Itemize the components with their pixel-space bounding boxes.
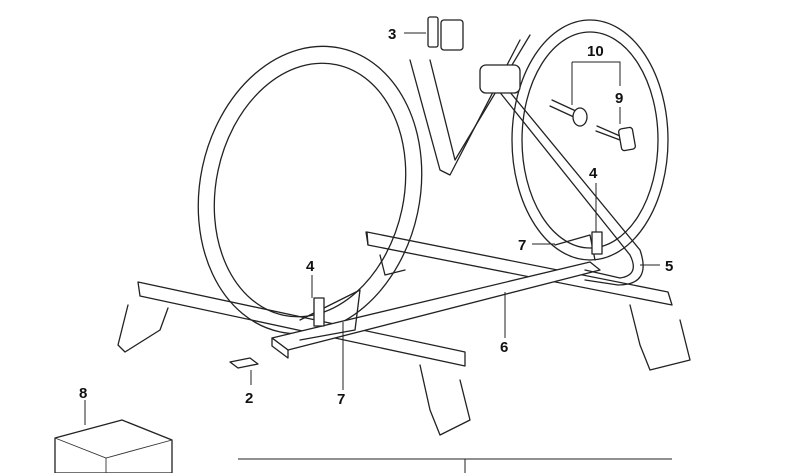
end-cap (229, 357, 259, 369)
rear-wheel (511, 19, 669, 261)
wheel-tray-front (299, 289, 361, 341)
callout-4-front: 4 (306, 258, 315, 275)
roof-foot-right-rear (629, 304, 691, 371)
callout-8: 8 (79, 385, 87, 402)
callout-7-rear: 7 (518, 237, 526, 254)
callout-4-rear: 4 (589, 165, 598, 182)
callout-7-front: 7 (337, 391, 345, 408)
key (595, 125, 636, 152)
callout-6: 6 (500, 339, 508, 356)
roof-foot-left-rear (419, 364, 471, 436)
lock-cylinder (549, 99, 588, 127)
front-wheel (197, 45, 423, 335)
callout-3: 3 (388, 26, 396, 43)
callout-5: 5 (665, 258, 673, 275)
callout-9: 9 (615, 90, 623, 107)
package-box (54, 419, 173, 473)
wheel-strap-front (313, 297, 325, 327)
rail (271, 261, 601, 359)
callout-2: 2 (245, 390, 253, 407)
roof-foot-left-front (117, 304, 169, 353)
wheel-strap-rear (591, 231, 603, 255)
clip-sleeves (427, 16, 464, 51)
holder-arm (479, 64, 644, 286)
callout-10: 10 (587, 43, 604, 60)
